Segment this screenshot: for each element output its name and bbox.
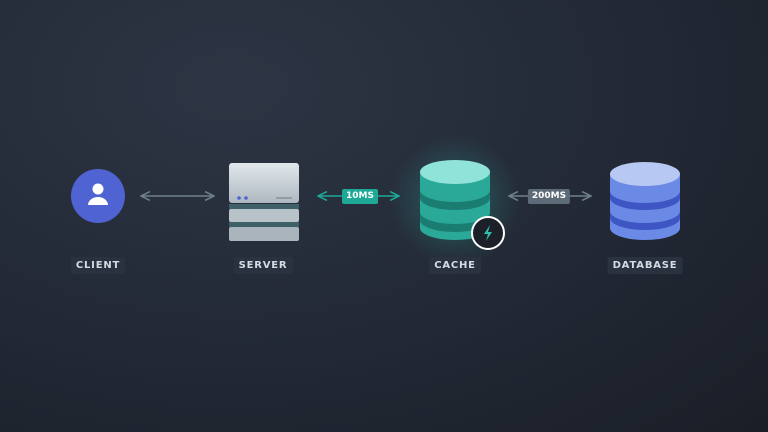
client-label: CLIENT [70,257,126,274]
lightning-badge-icon [471,216,505,250]
server-label: SERVER [233,257,293,274]
cache-label: CACHE [429,257,481,274]
cache-database-icon [390,135,520,265]
database-icon [610,162,680,240]
server-icon [229,163,299,241]
database-label: DATABASE [607,257,683,274]
latency-badge-200ms: 200MS [527,189,571,204]
user-icon [88,183,108,205]
latency-badge-10ms: 10MS [342,189,378,204]
client-node [71,169,125,223]
